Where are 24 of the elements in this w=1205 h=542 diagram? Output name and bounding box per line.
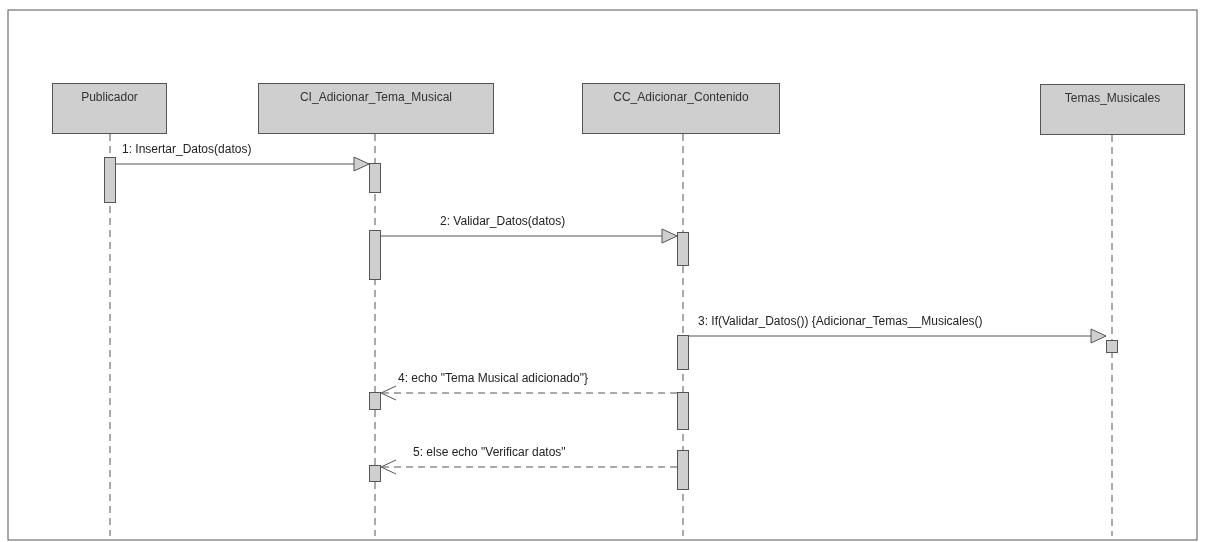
- message-label: 5: else echo "Verificar datos": [413, 445, 566, 459]
- message-arrow: [380, 228, 678, 244]
- message-arrow: [380, 385, 678, 401]
- activation-bar: [677, 392, 689, 430]
- message-arrow: [380, 459, 678, 475]
- message-label: 2: Validar_Datos(datos): [440, 214, 566, 228]
- message-arrow: [115, 156, 370, 172]
- activation-bar: [677, 450, 689, 490]
- lifeline-header: Publicador: [52, 83, 167, 134]
- lifeline-header: Temas_Musicales: [1040, 84, 1185, 135]
- activation-bar: [369, 392, 381, 410]
- activation-bar: [369, 230, 381, 280]
- message-arrow: [688, 328, 1107, 344]
- activation-bar: [369, 163, 381, 193]
- message-label: 1: Insertar_Datos(datos): [122, 142, 252, 156]
- activation-bar: [677, 232, 689, 266]
- message-label: 3: If(Validar_Datos()) {Adicionar_Temas__Musicales(): [698, 314, 983, 328]
- lifeline-header: CC_Adicionar_Contenido: [582, 83, 780, 134]
- activation-bar: [1106, 340, 1118, 353]
- message-label: 4: echo "Tema Musical adicionado"}: [398, 371, 588, 385]
- activation-bar: [677, 335, 689, 370]
- activation-bar: [104, 157, 116, 203]
- lifeline-header: CI_Adicionar_Tema_Musical: [258, 83, 494, 134]
- activation-bar: [369, 465, 381, 482]
